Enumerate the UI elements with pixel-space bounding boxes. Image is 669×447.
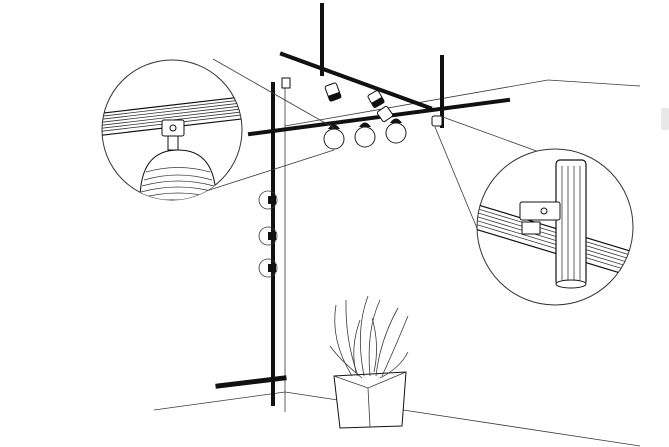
spotlight-icon <box>367 90 385 109</box>
spotlight-icon <box>431 115 443 127</box>
spotlight-icon <box>376 105 394 123</box>
ceiling-track <box>247 3 511 137</box>
callout-lines <box>199 58 579 251</box>
globe-pendant-icon <box>354 122 376 148</box>
globe-pendants <box>323 118 407 150</box>
connector-detail-right <box>476 148 634 306</box>
connector-detail-left <box>101 59 243 201</box>
wall-pole <box>215 77 291 406</box>
globe-pendant-icon <box>323 124 345 150</box>
wall-spot-icon <box>258 226 278 246</box>
edge-mark <box>661 108 669 130</box>
potted-plant <box>329 295 409 429</box>
globe-pendant-icon <box>385 118 407 144</box>
wall-spot-icon <box>258 190 278 210</box>
wall-spot-icon <box>258 258 278 278</box>
spotlight-icon <box>324 82 342 102</box>
wall-spots <box>258 190 278 278</box>
